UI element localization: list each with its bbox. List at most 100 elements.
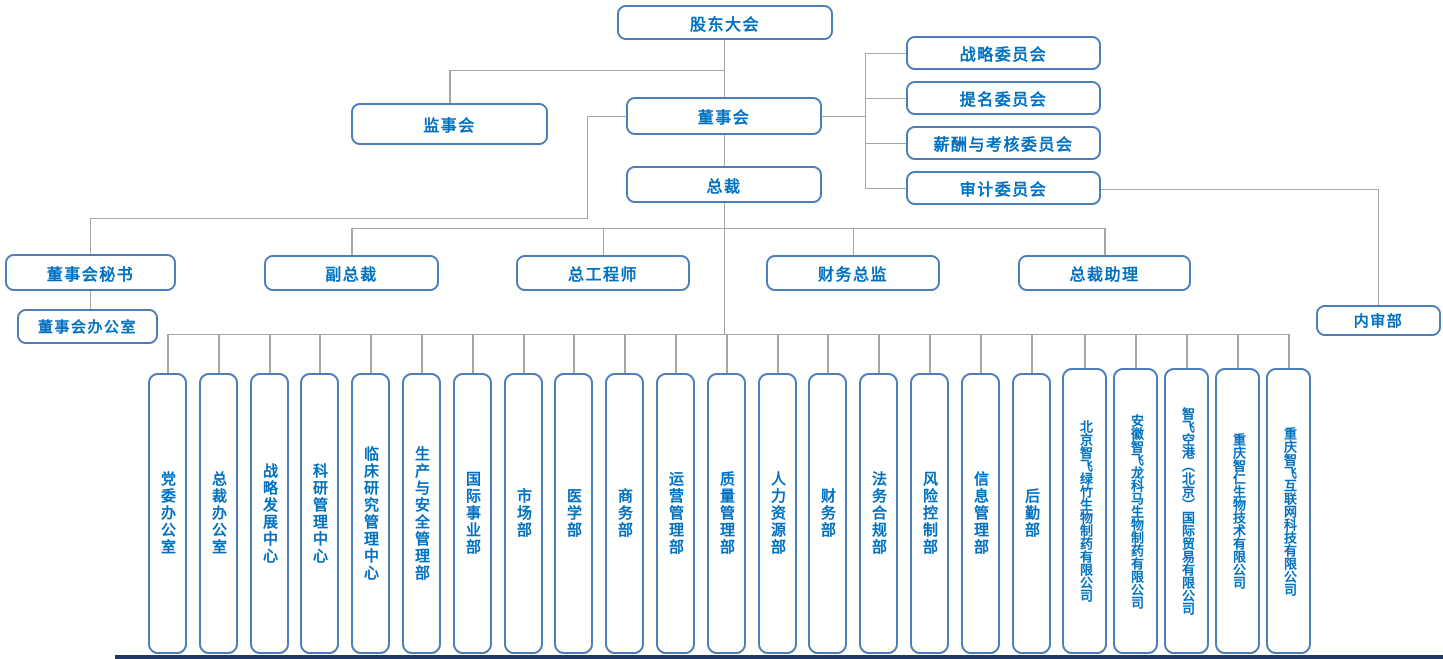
connector-dept-drop	[827, 334, 829, 373]
connector-board-left-stub	[587, 115, 627, 117]
connector-secretary-bus	[89, 217, 588, 219]
dept-node: 质量管理部	[707, 373, 746, 654]
connector-dept-drop	[167, 334, 169, 373]
connector-chief-engineer-drop	[602, 228, 604, 255]
node-label: 总裁办公室	[210, 471, 228, 556]
connector-board-right-stub	[822, 115, 865, 117]
connector-board-president	[723, 135, 725, 166]
connector-shareholders-board	[723, 40, 725, 97]
dept-node: 运营管理部	[656, 373, 695, 654]
node-label: 财务部	[819, 488, 837, 539]
connector-dept-drop	[980, 334, 982, 373]
node-label: 生产与安全管理部	[413, 445, 431, 582]
node-label: 财务总监	[817, 265, 888, 284]
node-label: 监事会	[423, 116, 476, 135]
node-label: 国际事业部	[464, 471, 482, 556]
connector-committee-stub-2	[865, 97, 906, 99]
node-label: 安徽智飞龙科马生物制药有限公司	[1128, 413, 1143, 609]
subsidiary-node: 北京智飞绿竹生物制药有限公司	[1062, 368, 1107, 654]
dept-node: 风险控制部	[910, 373, 949, 654]
subsidiary-node: 安徽智飞龙科马生物制药有限公司	[1113, 368, 1158, 654]
connector-cfo-drop	[852, 228, 854, 255]
node-label: 重庆智仁生物技术有限公司	[1230, 433, 1245, 589]
node-strategy-committee: 战略委员会	[906, 36, 1101, 70]
node-label: 风险控制部	[921, 471, 939, 556]
connector-dept-drop	[472, 334, 474, 373]
connector-committee-bus	[864, 53, 866, 189]
node-label: 总裁助理	[1069, 265, 1140, 284]
connector-dept-drop	[1031, 334, 1033, 373]
dept-node: 科研管理中心	[300, 373, 339, 654]
node-label: 临床研究管理中心	[362, 445, 380, 582]
dept-node: 市场部	[504, 373, 543, 654]
dept-node: 医学部	[554, 373, 593, 654]
node-label: 董事会办公室	[37, 318, 137, 336]
connector-secretary-riser	[586, 116, 588, 219]
connector-vp-drop	[351, 228, 353, 255]
node-label: 内审部	[1353, 312, 1404, 330]
node-label: 法务合规部	[870, 471, 888, 556]
node-label: 商务部	[616, 488, 634, 539]
connector-internal-audit-drop	[1377, 189, 1379, 305]
connector-executive-bus	[351, 227, 1105, 229]
connector-dept-drop	[726, 334, 728, 373]
connector-department-bus	[167, 333, 1289, 335]
node-label: 智飞空港（北京）国际贸易有限公司	[1179, 407, 1194, 615]
connector-committee-stub-3	[865, 142, 906, 144]
connector-dept-drop	[370, 334, 372, 373]
node-board-of-directors: 董事会	[626, 97, 822, 135]
dept-node: 总裁办公室	[199, 373, 238, 654]
connector-dept-drop	[878, 334, 880, 373]
connector-committee-stub-1	[865, 52, 906, 54]
node-internal-audit-dept: 内审部	[1316, 305, 1441, 336]
subsidiary-node: 智飞空港（北京）国际贸易有限公司	[1164, 368, 1209, 654]
subsidiary-node: 重庆智飞互联网科技有限公司	[1266, 368, 1311, 654]
node-label: 审计委员会	[959, 180, 1048, 199]
dept-node: 法务合规部	[859, 373, 898, 654]
connector-secretary-drop	[89, 218, 91, 254]
node-label: 战略发展中心	[261, 462, 279, 565]
node-label: 董事会秘书	[46, 264, 135, 284]
connector-dept-drop	[523, 334, 525, 373]
connector-board-office-drop	[89, 291, 91, 309]
dept-node: 后勤部	[1012, 373, 1051, 654]
connector-dept-drop	[573, 334, 575, 373]
connector-subsidiary-drop	[1084, 334, 1086, 368]
connector-dept-drop	[675, 334, 677, 373]
connector-dept-drop	[929, 334, 931, 373]
dept-node: 商务部	[605, 373, 644, 654]
dept-node: 战略发展中心	[250, 373, 289, 654]
connector-dept-drop	[218, 334, 220, 373]
dept-node: 财务部	[808, 373, 847, 654]
dept-node: 生产与安全管理部	[402, 373, 441, 654]
node-label: 运营管理部	[667, 471, 685, 556]
connector-audit-internal	[1101, 188, 1378, 190]
node-label: 科研管理中心	[311, 462, 329, 565]
connector-supervisory-branch	[449, 69, 725, 71]
node-supervisory-board: 监事会	[351, 103, 548, 145]
node-label: 重庆智飞互联网科技有限公司	[1281, 426, 1296, 596]
node-label: 党委办公室	[159, 471, 177, 556]
node-president-assistant: 总裁助理	[1018, 255, 1191, 291]
node-nomination-committee: 提名委员会	[906, 81, 1101, 115]
dept-node: 党委办公室	[148, 373, 187, 654]
node-chief-engineer: 总工程师	[516, 255, 690, 291]
connector-dept-drop	[319, 334, 321, 373]
connector-president-assistant-drop	[1104, 228, 1106, 255]
node-label: 股东大会	[689, 14, 760, 34]
connector-subsidiary-drop	[1288, 334, 1290, 368]
connector-dept-drop	[777, 334, 779, 373]
node-label: 人力资源部	[769, 471, 787, 556]
node-label: 薪酬与考核委员会	[933, 135, 1074, 154]
node-president: 总裁	[626, 166, 822, 203]
node-label: 董事会	[697, 108, 751, 127]
node-vice-president: 副总裁	[264, 255, 439, 291]
node-label: 战略委员会	[959, 45, 1048, 64]
node-label: 医学部	[565, 488, 583, 539]
node-label: 总裁	[706, 176, 742, 196]
node-cfo: 财务总监	[766, 255, 940, 291]
node-remuneration-appraisal-committee: 薪酬与考核委员会	[906, 126, 1101, 160]
dept-node: 人力资源部	[758, 373, 797, 654]
connector-dept-drop	[421, 334, 423, 373]
subsidiary-node: 重庆智仁生物技术有限公司	[1215, 368, 1260, 654]
